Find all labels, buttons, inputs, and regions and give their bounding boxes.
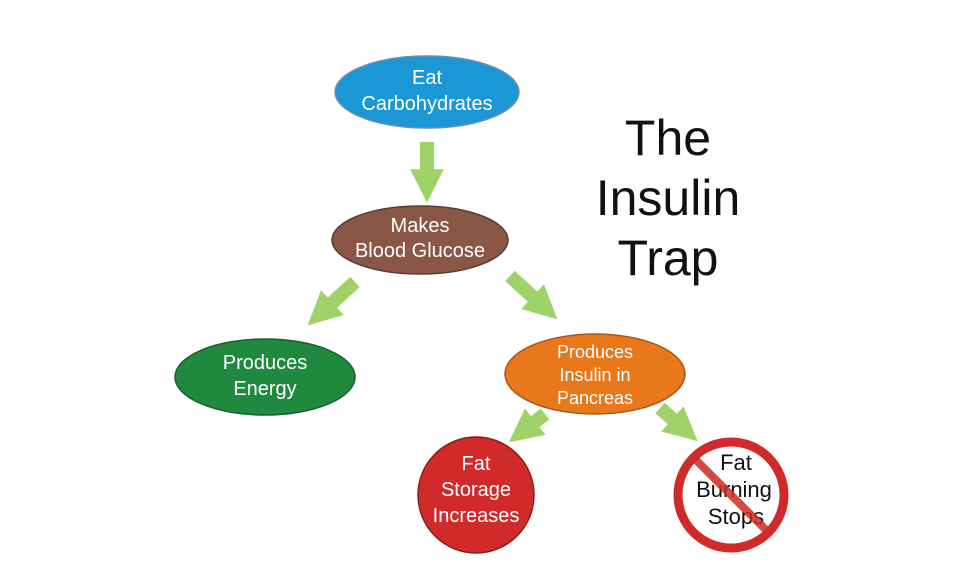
node-produces-insulin: Produces Insulin in Pancreas	[504, 333, 686, 415]
node-label: Increases	[433, 505, 520, 527]
node-label: Energy	[233, 378, 296, 400]
title-line: Trap	[618, 230, 719, 286]
diagram-title: The Insulin Trap	[596, 110, 741, 286]
node-label: Makes	[391, 215, 450, 237]
node-label: Produces	[223, 352, 308, 374]
node-label: Eat	[412, 67, 442, 89]
node-label: Carbohydrates	[361, 93, 492, 115]
arrow-insulin-to-storage	[508, 408, 550, 443]
node-label: Produces	[557, 342, 633, 362]
node-label: Blood Glucose	[355, 240, 485, 262]
node-label: Fat	[462, 453, 491, 475]
arrow-glucose-to-insulin	[505, 270, 558, 320]
title-line: The	[625, 110, 711, 166]
node-fat-burning-stops: Fat Burning Stops	[673, 437, 789, 553]
node-label: Storage	[441, 479, 511, 501]
node-fat-storage-increases: Fat Storage Increases	[417, 436, 535, 554]
arrow-insulin-to-burning	[655, 402, 698, 442]
node-eat-carbohydrates: Eat Carbohydrates	[334, 55, 520, 129]
node-label: Pancreas	[557, 388, 633, 408]
prohibition-slash	[691, 455, 771, 535]
node-label: Fat	[720, 450, 752, 475]
node-produces-energy: Produces Energy	[174, 338, 356, 416]
node-label: Insulin in	[559, 365, 630, 385]
arrow-glucose-to-energy	[307, 276, 360, 326]
title-line: Insulin	[596, 170, 741, 226]
node-makes-blood-glucose: Makes Blood Glucose	[331, 205, 509, 275]
